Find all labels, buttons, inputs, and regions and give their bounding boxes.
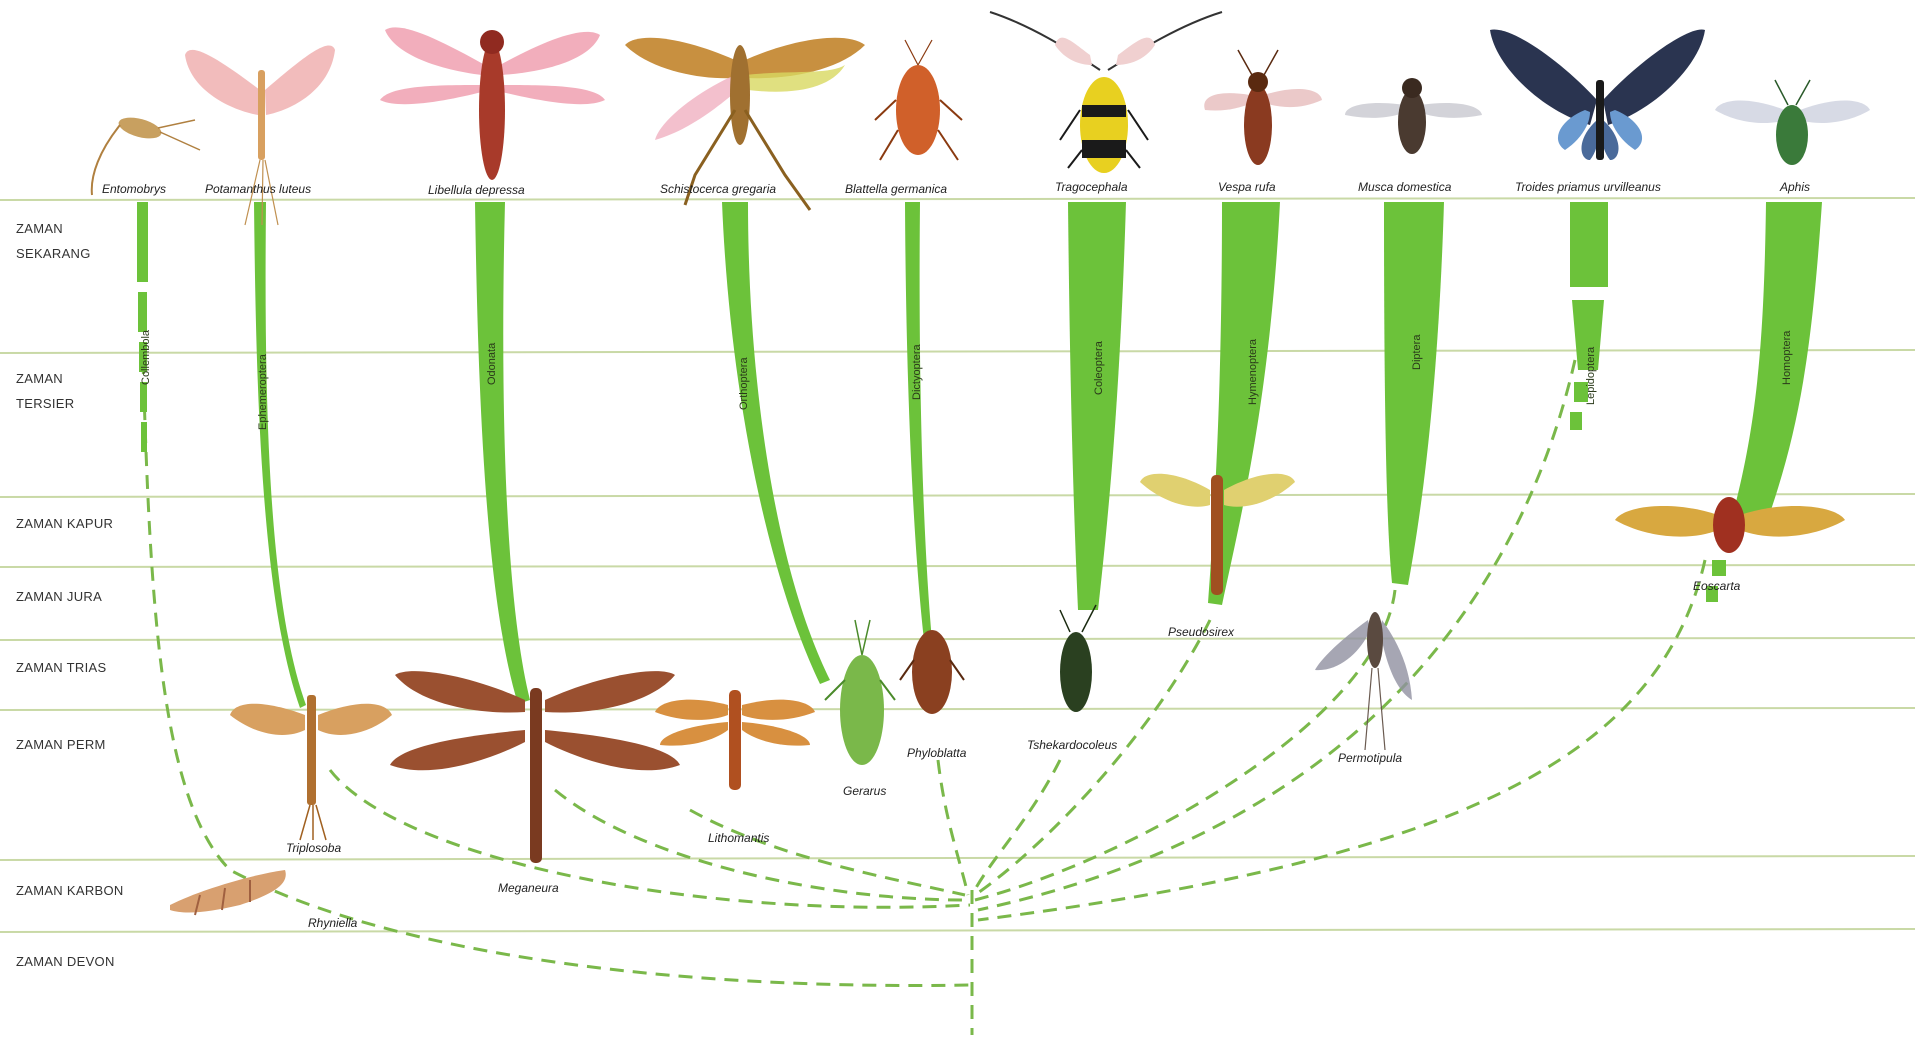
fossil-label-pseudosirex: Pseudosirex (1168, 625, 1235, 639)
era-line-tersier-kapur (0, 494, 1915, 497)
insect-troides-image (1490, 30, 1705, 160)
era-label-tersier-1: ZAMAN (16, 371, 63, 386)
species-label-tragocephala: Tragocephala (1055, 180, 1128, 194)
stem-orthoptera (722, 202, 830, 684)
order-label-lepidoptera: Lepidoptera (1585, 346, 1597, 405)
era-label-karbon: ZAMAN KARBON (16, 883, 124, 898)
lineage-odonata (555, 790, 965, 900)
stem-lepidoptera-dash2 (1570, 412, 1582, 430)
lineage-hymenoptera (975, 620, 1210, 895)
species-label-libellula: Libellula depressa (428, 183, 525, 197)
insect-tragocephala-image (990, 12, 1222, 173)
lineage-coleoptera (972, 760, 1060, 895)
stem-collembola-top (137, 202, 148, 282)
era-label-devon: ZAMAN DEVON (16, 954, 115, 969)
fossil-label-tshekardocoleus: Tshekardocoleus (1027, 738, 1117, 752)
lineage-dictyoptera (938, 760, 968, 895)
fossil-rhyniella-image (170, 870, 286, 915)
stem-dictyoptera (905, 202, 932, 640)
era-label-sekarang-1: ZAMAN (16, 221, 63, 236)
fossil-label-phyloblatta: Phyloblatta (907, 746, 967, 760)
era-lines (0, 198, 1915, 932)
fossil-label-lithomantis: Lithomantis (708, 831, 769, 845)
fossil-permotipula-image (1315, 612, 1412, 750)
order-label-orthoptera: Orthoptera (738, 357, 750, 410)
stem-homoptera-low (1712, 560, 1726, 576)
species-label-vespa: Vespa rufa (1218, 180, 1276, 194)
species-label-potamanthus: Potamanthus luteus (205, 182, 311, 196)
fossil-label-gerarus: Gerarus (843, 784, 886, 798)
insect-libellula-image (380, 27, 605, 180)
era-line-karbon-devon (0, 929, 1915, 932)
era-labels: ZAMAN SEKARANG ZAMAN TERSIER ZAMAN KAPUR… (16, 221, 124, 969)
era-label-jura: ZAMAN JURA (16, 589, 102, 604)
fossil-triplosoba-image (230, 695, 392, 840)
fossil-meganeura-image (390, 671, 680, 863)
stem-collembola-seg5 (141, 422, 147, 452)
species-label-blattella: Blattella germanica (845, 182, 947, 196)
species-labels: Entomobrys Potamanthus luteus Libellula … (102, 180, 1810, 197)
green-stems (137, 202, 1822, 708)
species-label-aphis: Aphis (1779, 180, 1810, 194)
era-line-sekarang-tersier (0, 350, 1915, 353)
stem-lepidoptera-top (1570, 202, 1608, 287)
fossil-label-eoscarta: Eoscarta (1693, 579, 1741, 593)
fossil-label-rhyniella: Rhyniella (308, 916, 358, 930)
insect-vespa-image (1204, 50, 1322, 165)
era-label-sekarang-2: SEKARANG (16, 246, 91, 261)
insect-potamanthus-image (185, 46, 335, 225)
order-label-odonata: Odonata (486, 342, 498, 385)
stem-ephemeroptera (254, 202, 306, 708)
era-label-trias: ZAMAN TRIAS (16, 660, 106, 675)
stem-diptera (1384, 202, 1444, 585)
order-label-homoptera: Homoptera (1781, 330, 1793, 385)
order-label-hymenoptera: Hymenoptera (1247, 338, 1259, 405)
insect-aphis-image (1715, 80, 1870, 165)
lineage-orthoptera (690, 810, 965, 895)
insect-musca-image (1345, 78, 1482, 154)
order-label-collembola: Collembola (140, 329, 152, 385)
era-line-top (0, 198, 1915, 200)
fossil-label-meganeura: Meganeura (498, 881, 559, 895)
era-label-perm: ZAMAN PERM (16, 737, 106, 752)
fossil-label-permotipula: Permotipula (1338, 751, 1402, 765)
fossil-pseudosirex-image (1140, 474, 1295, 595)
stem-collembola-seg4 (140, 382, 147, 412)
order-label-diptera: Diptera (1411, 334, 1423, 370)
fossil-lithomantis-image (655, 690, 815, 790)
stem-collembola-seg2 (138, 292, 147, 332)
stem-odonata (475, 202, 530, 704)
species-label-schistocerca: Schistocerca gregaria (660, 182, 776, 196)
species-label-musca: Musca domestica (1358, 180, 1452, 194)
lineage-lepidoptera (978, 360, 1575, 910)
era-line-kapur-jura (0, 565, 1915, 567)
fossil-tshekardocoleus-image (1060, 605, 1096, 712)
fossil-gerarus-image (825, 620, 895, 765)
fossil-label-triplosoba: Triplosoba (286, 841, 341, 855)
species-label-troides: Troides priamus urvilleanus (1515, 180, 1661, 194)
insect-blattella-image (875, 40, 962, 160)
order-label-dictyoptera: Dictyoptera (911, 343, 923, 400)
order-labels: Collembola Ephemeroptera Odonata Orthopt… (140, 329, 1793, 430)
order-label-ephemeroptera: Ephemeroptera (257, 353, 269, 430)
fossil-insects (170, 474, 1845, 915)
order-label-coleoptera: Coleoptera (1093, 340, 1105, 395)
species-label-entomobrys: Entomobrys (102, 182, 166, 196)
stem-coleoptera (1068, 202, 1126, 610)
era-label-kapur: ZAMAN KAPUR (16, 516, 113, 531)
fossil-eoscarta-image (1615, 497, 1845, 553)
fossil-phyloblatta-image (900, 630, 964, 714)
era-label-tersier-2: TERSIER (16, 396, 74, 411)
stem-homoptera (1730, 202, 1822, 530)
